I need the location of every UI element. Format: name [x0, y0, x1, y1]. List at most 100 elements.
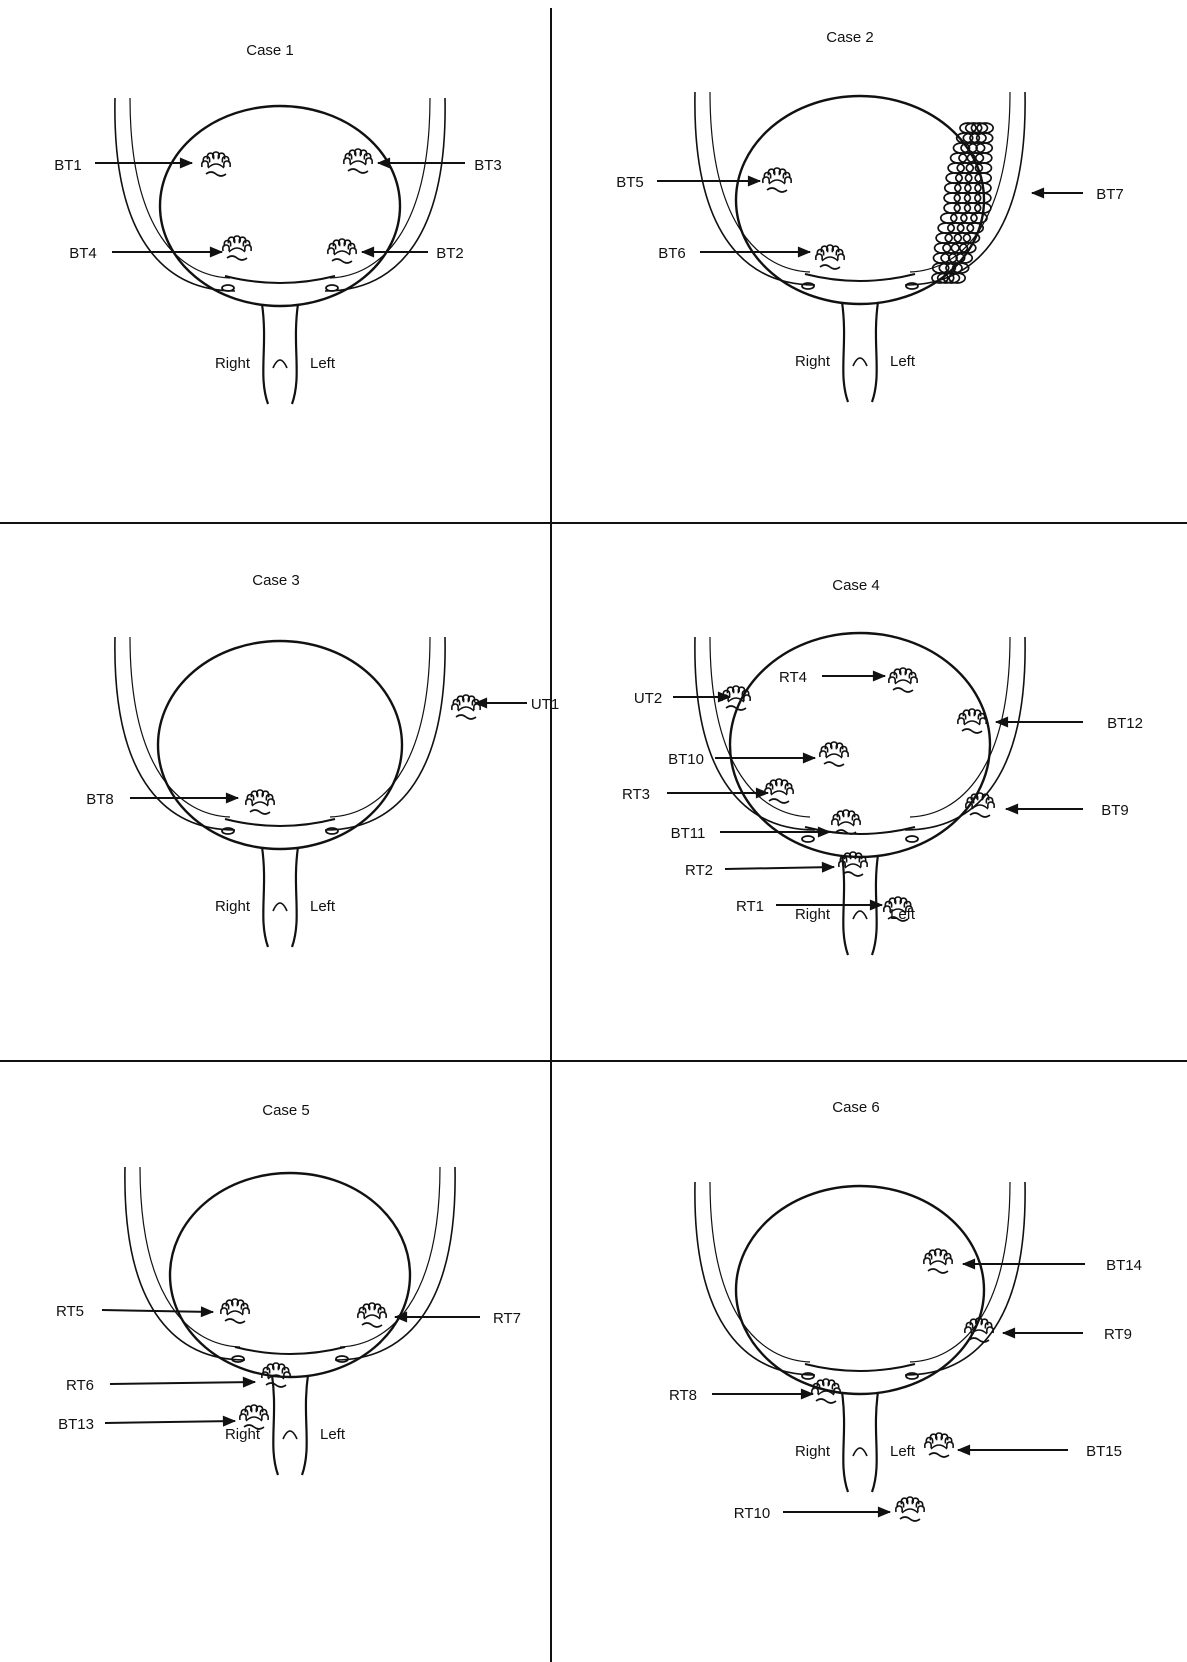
urethra-left-wall: [292, 847, 298, 947]
right-ureter-outer: [695, 637, 815, 830]
tumor-label-bt4: BT4: [69, 245, 97, 262]
tumor-bt11: [832, 810, 860, 834]
tumor-bt5: [763, 168, 791, 192]
tumor-label-rt2: RT2: [685, 862, 713, 879]
case-title: Case 5: [262, 1102, 310, 1119]
urethra-right-wall: [262, 847, 268, 947]
tumor-label-rt10: RT10: [734, 1505, 770, 1522]
tumor-label-ut2: UT2: [634, 690, 662, 707]
tumor-bt10: [820, 742, 848, 766]
tumor-label-bt13: BT13: [58, 1416, 94, 1433]
urethra-left-wall: [302, 1375, 308, 1475]
tumor-label-ut1: UT1: [531, 696, 559, 713]
case-title: Case 4: [832, 577, 880, 594]
tumor-label-rt4: RT4: [779, 669, 807, 686]
urethra-left-wall: [292, 304, 298, 404]
tumor-label-bt15: BT15: [1086, 1443, 1122, 1460]
left-ureteral-orifice: [326, 828, 338, 834]
trigone-line: [805, 1364, 915, 1371]
tumor-rt7: [358, 1303, 386, 1327]
left-ureteral-orifice: [906, 283, 918, 289]
bladder-outline: [158, 641, 402, 849]
trigone-line: [225, 819, 335, 826]
tumor-bt1: [202, 152, 230, 176]
tumor-label-bt2: BT2: [436, 245, 464, 262]
urethra-right-wall: [262, 304, 268, 404]
tumor-bt8: [246, 790, 274, 814]
tumor-bt2: [328, 239, 356, 263]
tumor-label-bt12: BT12: [1107, 715, 1143, 732]
urethral-meatus: [853, 1448, 867, 1456]
bladder-outline: [160, 106, 400, 306]
tumor-bt14: [924, 1249, 952, 1273]
tumor-bt15: [925, 1433, 953, 1457]
tumor-rt5: [221, 1299, 249, 1323]
left-ureteral-orifice: [326, 285, 338, 291]
left-ureter-inner: [330, 637, 430, 817]
right-side-label: Right: [795, 906, 831, 923]
urethra-left-wall: [872, 302, 878, 402]
case-title: Case 2: [826, 29, 874, 46]
tumor-bt3: [344, 149, 372, 173]
left-ureter-inner: [910, 637, 1010, 817]
left-ureter-outer: [325, 637, 445, 830]
right-ureter-inner: [710, 1182, 810, 1362]
tumor-label-rt9: RT9: [1104, 1326, 1132, 1343]
tumor-label-bt6: BT6: [658, 245, 686, 262]
arrow-bt13: [105, 1421, 235, 1423]
tumor-label-rt7: RT7: [493, 1310, 521, 1327]
tumor-label-bt8: BT8: [86, 791, 114, 808]
left-side-label: Left: [890, 353, 916, 370]
urethra-right-wall: [842, 1392, 848, 1492]
left-ureteral-orifice: [906, 1373, 918, 1379]
urethral-meatus: [283, 1431, 297, 1439]
tumor-label-rt3: RT3: [622, 786, 650, 803]
right-ureter-outer: [125, 1167, 245, 1360]
left-ureter-outer: [905, 637, 1025, 830]
tumor-label-bt7: BT7: [1096, 186, 1124, 203]
tumor-label-rt8: RT8: [669, 1387, 697, 1404]
urethral-meatus: [853, 911, 867, 919]
trigone-line: [225, 276, 335, 283]
right-ureter-inner: [710, 637, 810, 817]
right-side-label: Right: [215, 898, 251, 915]
tumor-label-bt1: BT1: [54, 157, 82, 174]
arrow-rt6: [110, 1382, 255, 1384]
trigone-line: [235, 1347, 345, 1354]
right-ureteral-orifice: [802, 283, 814, 289]
right-ureter-inner: [130, 637, 230, 817]
arrow-rt5: [102, 1310, 213, 1312]
case-title: Case 6: [832, 1099, 880, 1116]
right-ureter-outer: [115, 98, 235, 291]
case-title: Case 3: [252, 572, 300, 589]
tumor-rt10: [896, 1497, 924, 1521]
left-side-label: Left: [310, 355, 336, 372]
right-ureter-outer: [115, 637, 235, 830]
urethral-meatus: [273, 360, 287, 368]
right-side-label: Right: [795, 1443, 831, 1460]
right-ureteral-orifice: [802, 1373, 814, 1379]
right-ureteral-orifice: [222, 828, 234, 834]
left-ureter-inner: [910, 1182, 1010, 1362]
tumor-ut1: [452, 695, 480, 719]
tumor-label-rt1: RT1: [736, 898, 764, 915]
tumor-label-rt5: RT5: [56, 1303, 84, 1320]
trigone-line: [805, 274, 915, 281]
tumor-rt4: [889, 668, 917, 692]
tumor-label-bt9: BT9: [1101, 802, 1129, 819]
left-side-label: Left: [890, 1443, 916, 1460]
right-side-label: Right: [795, 353, 831, 370]
urethral-meatus: [853, 358, 867, 366]
tumor-bt6: [816, 245, 844, 269]
left-ureteral-orifice: [906, 836, 918, 842]
urethra-left-wall: [872, 1392, 878, 1492]
urethral-meatus: [273, 903, 287, 911]
